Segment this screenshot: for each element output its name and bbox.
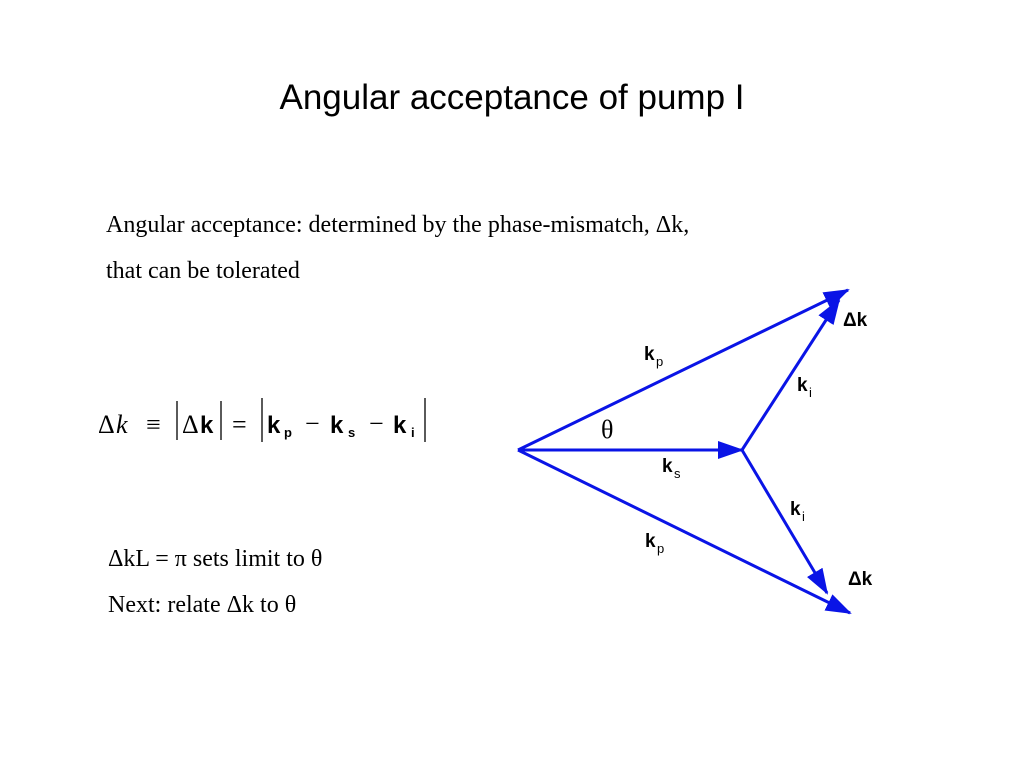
- eq-sub-p: p: [284, 425, 292, 440]
- eq-delta-symbol-2: Δ: [182, 410, 199, 439]
- eq-equals-symbol: =: [232, 410, 247, 439]
- eq-k-p: k: [267, 412, 281, 439]
- kp-upper-label: k: [644, 344, 655, 365]
- theta-angle-label: θ: [601, 415, 613, 444]
- eq-minus-1: −: [305, 409, 320, 438]
- eq-minus-2: −: [369, 409, 384, 438]
- ki-lower-subscript: i: [802, 509, 805, 524]
- kp-lower-subscript: p: [657, 541, 664, 556]
- kp-upper-arrow: [517, 288, 850, 452]
- limit-condition-line: ΔkL = π sets limit to θ: [108, 546, 323, 572]
- ks-subscript: s: [674, 466, 681, 481]
- definition-line-1: Angular acceptance: determined by the ph…: [106, 212, 690, 238]
- ki-lower-label: k: [790, 499, 801, 520]
- ki-upper-label: k: [797, 375, 808, 396]
- ks-label: k: [662, 456, 673, 477]
- kp-lower-arrow: [517, 448, 852, 615]
- delta-k-upper-label: Δk: [843, 310, 868, 331]
- eq-sub-s: s: [348, 425, 355, 440]
- slide-title: Angular acceptance of pump I: [279, 78, 745, 117]
- kp-lower-label: k: [645, 531, 656, 552]
- ki-lower-arrow: [740, 449, 829, 595]
- ki-upper-subscript: i: [809, 385, 812, 400]
- phase-mismatch-equation: Δ k ≡ Δ k = k p − k s − k i: [98, 398, 426, 442]
- eq-k-italic: k: [116, 410, 128, 439]
- eq-sub-i: i: [411, 425, 415, 440]
- eq-equiv-symbol: ≡: [146, 410, 161, 439]
- eq-k-s: k: [330, 412, 344, 439]
- eq-k-i: k: [393, 412, 407, 439]
- definition-line-2: that can be tolerated: [106, 258, 300, 284]
- kp-upper-subscript: p: [656, 354, 663, 369]
- eq-delta-symbol: Δ: [98, 410, 115, 439]
- eq-k-vector: k: [200, 412, 214, 439]
- wave-vector-diagram: k p k i k s k i k p Δk Δk θ: [517, 288, 873, 615]
- delta-k-lower-label: Δk: [848, 569, 873, 590]
- next-step-line: Next: relate Δk to θ: [108, 592, 297, 618]
- ki-upper-arrow: [740, 298, 841, 451]
